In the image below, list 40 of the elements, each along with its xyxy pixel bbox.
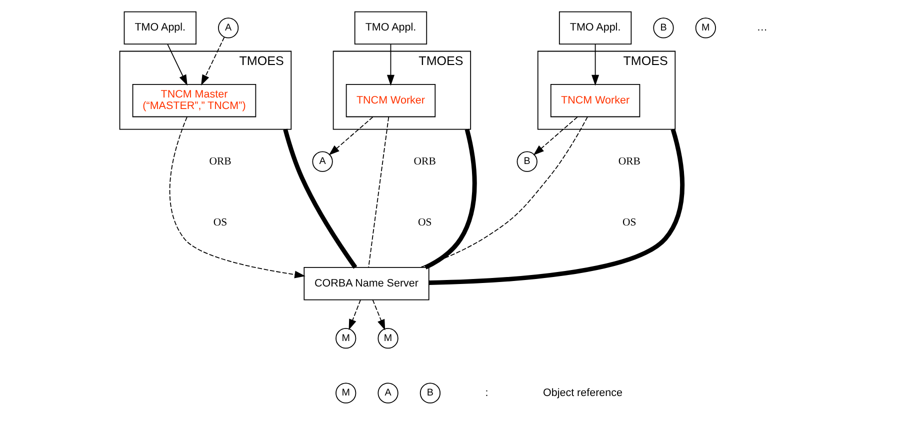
arrow: [532, 116, 578, 156]
node-circle: A: [218, 18, 238, 38]
node-circle: A: [377, 382, 398, 404]
node-box: TMO Appl.: [354, 11, 427, 45]
connector: [368, 116, 389, 268]
node-circle: B: [419, 382, 440, 404]
arrow: [328, 116, 373, 156]
node-box: TMO Appl.: [558, 11, 632, 45]
label: :: [484, 386, 488, 399]
label: ORB: [413, 155, 436, 168]
node-circle: M: [335, 382, 356, 404]
node-circle: B: [516, 151, 537, 172]
node-circle: M: [335, 328, 356, 349]
label: OS: [622, 216, 636, 228]
arrow: [166, 44, 187, 86]
label: Object reference: [542, 386, 622, 399]
arrow: [591, 44, 599, 86]
node-circle: M: [694, 18, 716, 38]
arrow: [168, 116, 305, 278]
connector: [282, 128, 357, 269]
arrow: [348, 299, 360, 330]
label: …: [756, 22, 768, 34]
node-box: TMO Appl.: [123, 11, 196, 45]
node-circle: M: [377, 328, 398, 349]
node-box: TNCM Worker: [345, 84, 436, 118]
arrow: [200, 36, 224, 86]
connector: [419, 116, 588, 268]
node-circle: A: [312, 151, 332, 172]
label: OS: [417, 216, 432, 228]
arrow: [386, 44, 394, 86]
arrow: [372, 299, 385, 330]
label: OS: [212, 216, 227, 228]
label: ORB: [618, 155, 640, 168]
node-box: TNCM Worker: [550, 84, 640, 118]
connector: [424, 128, 476, 270]
label: ORB: [208, 155, 231, 168]
node-box: TNCM Master (“MASTER”,” TNCM”): [132, 84, 256, 118]
node-box: CORBA Name Server: [303, 267, 429, 300]
node-circle: B: [652, 18, 674, 38]
connector: [428, 128, 684, 285]
